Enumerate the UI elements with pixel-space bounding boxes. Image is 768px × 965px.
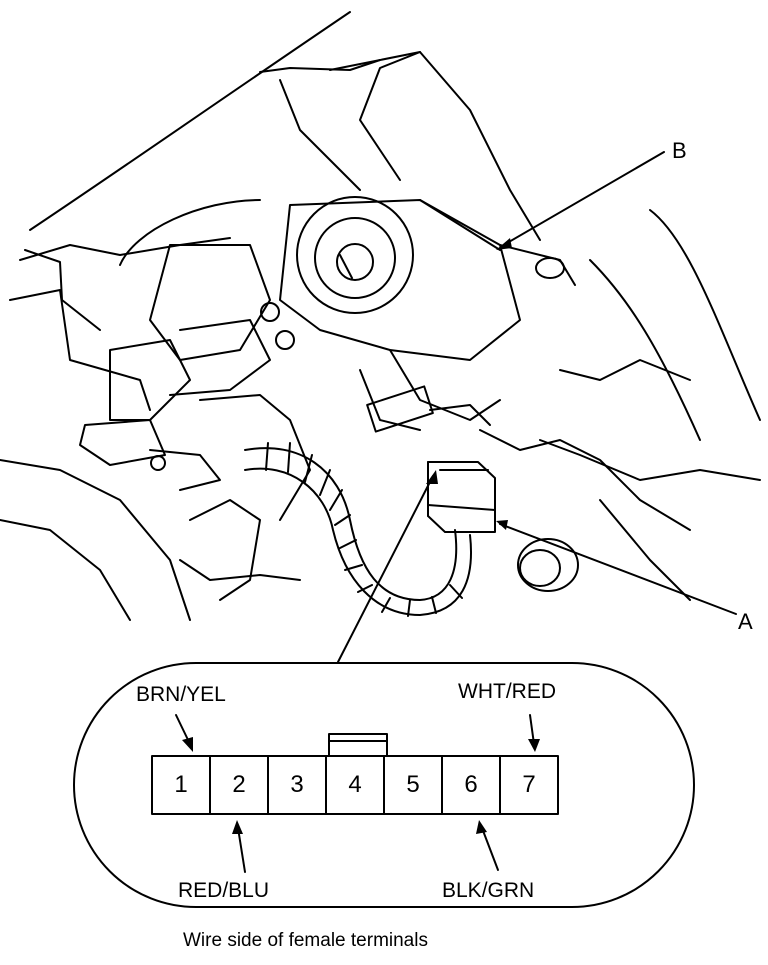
wire-harness — [244, 442, 472, 617]
zoom-outline — [73, 662, 695, 908]
connector-a-part — [427, 461, 579, 592]
wire-label-pin1: BRN/YEL — [136, 683, 226, 706]
connector-face — [151, 733, 559, 815]
pin-number: 7 — [522, 771, 536, 798]
pin-number: 6 — [464, 771, 478, 798]
leader-lines — [337, 151, 737, 663]
wire-label-pin7: WHT/RED — [458, 680, 556, 703]
pin-number: 1 — [174, 771, 188, 798]
dash-panel-outline — [0, 11, 761, 621]
arrowheads — [182, 238, 540, 834]
wire-label-pin6: BLK/GRN — [442, 879, 535, 902]
diagram-caption: Wire side of female terminals — [183, 930, 428, 951]
pin-number: 4 — [348, 771, 362, 798]
wire-label-pin2: RED/BLU — [178, 879, 270, 902]
column-bracket — [79, 244, 311, 601]
pin-number: 2 — [232, 771, 246, 798]
pin-number: 3 — [290, 771, 304, 798]
callout-b: B — [672, 138, 687, 163]
ignition-switch — [279, 196, 576, 433]
pin-number: 5 — [406, 771, 420, 798]
callout-a: A — [738, 609, 753, 634]
